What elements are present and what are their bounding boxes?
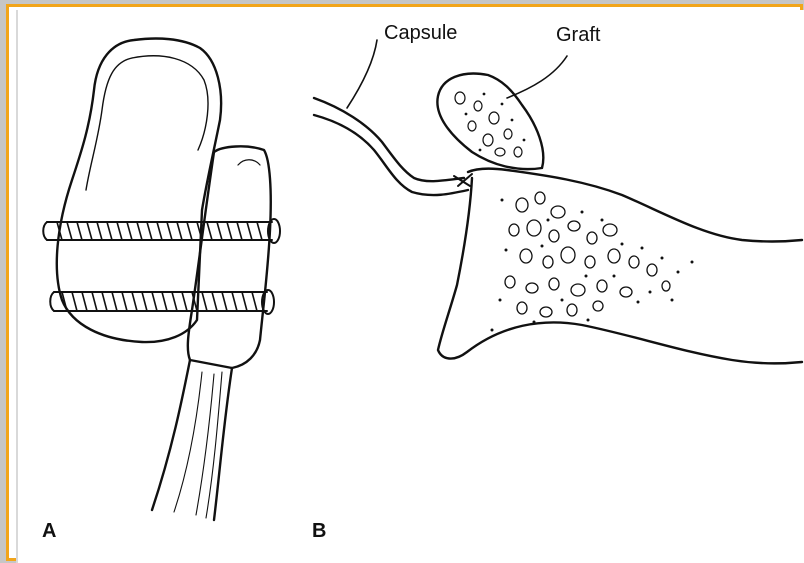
panel-label-a: A [42,520,56,543]
panel-label-b: B [312,520,326,543]
scapula-b [438,169,802,364]
capsule-label: Capsule [384,22,457,45]
figure-panel: Capsule Graft A B [16,10,804,563]
illustration [18,10,804,563]
bone-block-graft-a [152,146,271,520]
capsule-b [314,98,468,195]
screw-upper [43,219,280,243]
screw-lower [50,290,274,314]
capsule-leader [347,40,377,108]
scapula-dots [491,199,694,332]
graft-dots [465,93,526,152]
scapula-texture [505,192,670,317]
glenoid-a [57,39,221,343]
graft-label: Graft [556,24,600,47]
graft-leader [507,56,567,98]
